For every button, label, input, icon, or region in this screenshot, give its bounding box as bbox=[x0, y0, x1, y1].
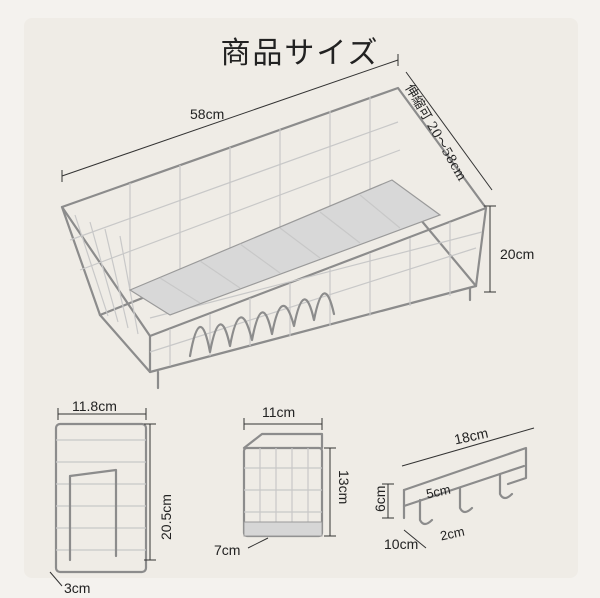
board-holder-depth-label: 3cm bbox=[64, 580, 91, 596]
basket-length-label: 58cm bbox=[190, 106, 225, 122]
board-holder-height-label: 20.5cm bbox=[158, 494, 174, 540]
utensil-holder-width-label: 11cm bbox=[262, 404, 296, 420]
main-dimension-lines bbox=[61, 54, 496, 293]
page-title: 商品サイズ bbox=[220, 36, 380, 71]
utensil-holder-depth-label: 7cm bbox=[214, 542, 241, 558]
hook-rack-drawing bbox=[382, 427, 535, 549]
hook-rack-depth-label: 10cm bbox=[384, 536, 419, 552]
hook-rack-height-label: 6cm bbox=[372, 485, 388, 512]
board-holder-width-label: 11.8cm bbox=[72, 398, 117, 414]
cutting-board-holder-drawing bbox=[49, 408, 156, 587]
utensil-holder-drawing bbox=[242, 418, 336, 549]
utensil-holder-height-label: 13cm bbox=[336, 470, 352, 505]
dish-rack-basket bbox=[60, 86, 488, 390]
basket-height-label: 20cm bbox=[500, 246, 535, 262]
